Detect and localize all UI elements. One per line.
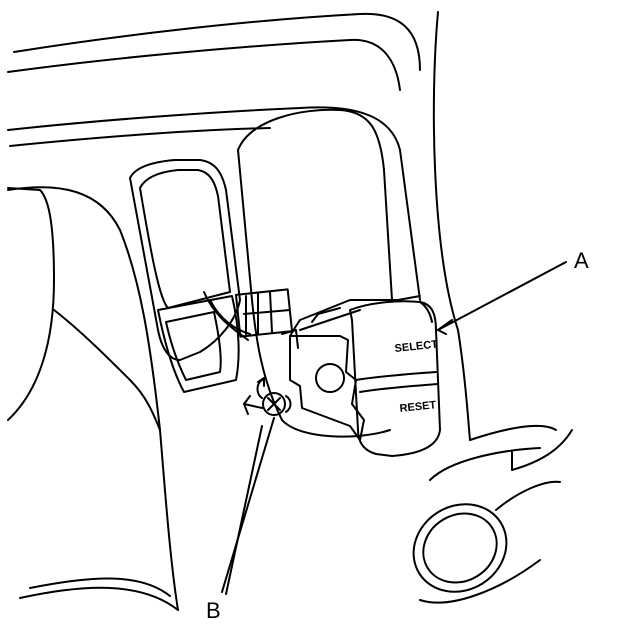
lower-vent	[412, 429, 573, 604]
switch-opening-trim	[237, 108, 393, 438]
connector-harness	[203, 288, 299, 349]
select-button-label: SELECT	[394, 338, 439, 354]
leader-line-b2	[225, 425, 263, 595]
left-cluster-recess	[7, 186, 179, 611]
leader-line-a	[437, 261, 567, 331]
callout-a: A	[574, 248, 589, 273]
vent-openings	[129, 159, 241, 393]
select-reset-switch	[349, 300, 441, 457]
removal-arrow	[243, 377, 265, 415]
dashboard-panel	[7, 11, 557, 441]
reset-button-label: RESET	[399, 399, 437, 415]
callout-b: B	[206, 598, 221, 623]
leader-line-b1	[221, 417, 275, 593]
screw-b	[262, 392, 292, 416]
leader-arrowhead-a	[437, 319, 453, 335]
